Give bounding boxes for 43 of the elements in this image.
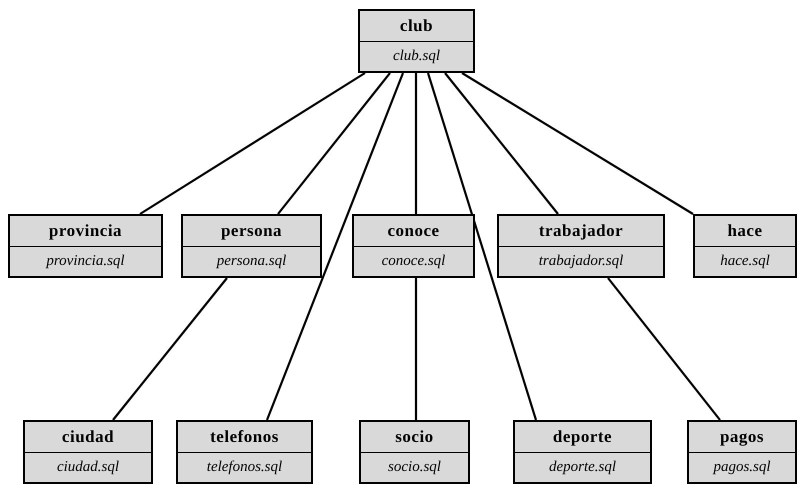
connector-line <box>461 72 694 215</box>
file-name: socio.sql <box>388 458 441 476</box>
connector-line <box>414 278 418 420</box>
connector-line <box>139 72 366 215</box>
table-name: ciudad <box>62 426 114 447</box>
table-box <box>513 420 652 484</box>
connector-line <box>444 72 559 215</box>
connector-line <box>277 72 391 215</box>
table-box <box>693 214 797 278</box>
table-box <box>8 214 163 278</box>
table-box <box>352 214 475 278</box>
table-name: club <box>400 16 434 36</box>
file-name: conoce.sql <box>382 252 446 270</box>
file-name: ciudad.sql <box>56 458 120 476</box>
connector-line <box>266 72 404 420</box>
connector-line <box>426 72 538 420</box>
file-name: telefonos.sql <box>206 458 282 476</box>
connector-line <box>607 277 721 421</box>
table-box <box>23 420 153 484</box>
file-name: provincia.sql <box>46 252 125 270</box>
table-name: persona <box>220 220 282 241</box>
table-box <box>181 214 322 278</box>
table-box <box>687 420 797 484</box>
table-name: pagos <box>720 426 764 447</box>
table-name: provincia <box>48 220 122 241</box>
file-name: deporte.sql <box>548 458 616 476</box>
table-name: hace <box>727 220 763 241</box>
table-name: socio <box>395 426 434 447</box>
file-name: pagos.sql <box>713 458 771 476</box>
table-box <box>497 214 665 278</box>
table-name: conoce <box>387 220 440 241</box>
table-name: deporte <box>552 426 612 447</box>
file-name: hace.sql <box>720 252 770 270</box>
file-name: club.sql <box>392 48 440 65</box>
table-box <box>358 9 475 73</box>
table-box <box>176 420 313 484</box>
file-name: trabajador.sql <box>538 252 624 270</box>
table-box <box>359 420 470 484</box>
table-name: telefonos <box>210 426 279 447</box>
connector-line <box>414 73 418 214</box>
connector-line <box>112 277 228 421</box>
table-name: trabajador <box>538 220 624 241</box>
file-name: persona.sql <box>216 252 286 270</box>
